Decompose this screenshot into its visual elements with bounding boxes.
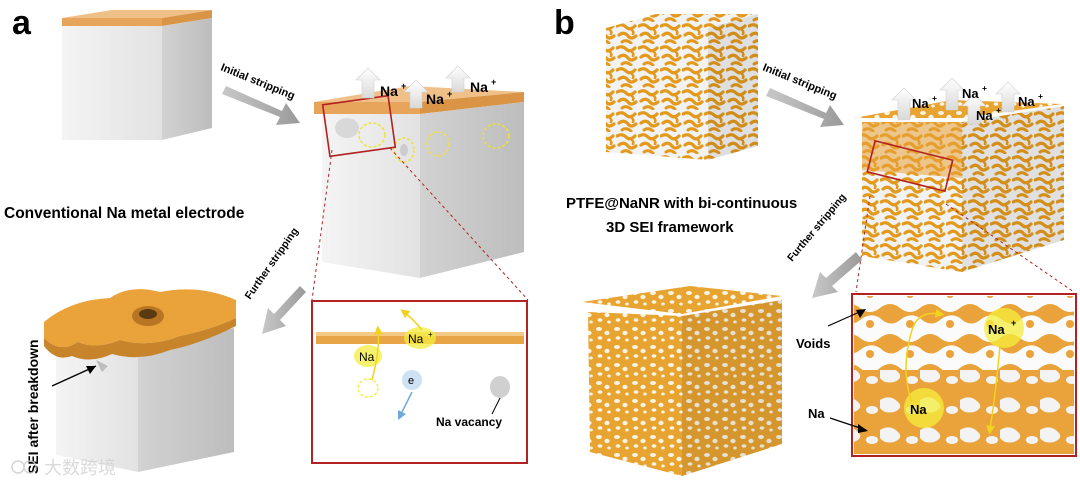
watermark-text: 大数跨境 [44,458,116,479]
panel-a-letter: a [12,4,32,42]
na-ion-up-arrows-a [355,65,471,109]
sei-after-breakdown-label: SEI after breakdown [25,339,41,474]
na-plus-b-1: Na [912,96,929,111]
further-stripping-arrow-a [262,286,306,334]
na-plus-a-3: Na [470,79,488,95]
inset-a-na-atom: Na [359,350,375,364]
inset-a-electron: e [408,375,414,387]
na-plus-b-2: Na [962,86,979,101]
inset-a-na-ion: Na [408,332,424,346]
na-ion-up-arrows-b [891,77,1021,125]
panel-a-title: Conventional Na metal electrode [4,205,245,222]
na-plus-a-1: Na [380,83,398,99]
plus-b-4: + [1038,91,1043,101]
plus-a-1: + [401,81,406,91]
inset-b-plus: + [1011,318,1016,328]
na-plus-b-3: Na [976,108,993,123]
pristine-na-cube [62,10,212,140]
watermark: 大数跨境 [11,458,116,479]
inset-b-na-ion: Na [988,322,1005,337]
na-plus-b-4: Na [1018,94,1035,109]
inset-b-na-atom: Na [910,402,927,417]
plus-b-2: + [982,83,987,93]
voids-label: Voids [796,336,830,351]
stripped-ptfe-nanr-cube [854,100,1064,272]
plus-b-3: + [996,105,1001,115]
panel-b-title-line2: 3D SEI framework [606,219,734,236]
ptfe-nanr-cube [606,14,758,160]
initial-stripping-arrow-a [222,86,300,125]
inset-a-plus: + [428,330,433,339]
further-stripping-label-a: Further stripping [243,226,301,302]
further-stripping-arrow-b [812,252,862,298]
deeply-stripped-cube [582,286,782,476]
plus-a-2: + [447,89,452,99]
plus-a-3: + [491,77,496,87]
vacancy-inset-a [311,300,528,464]
inset-a-vacancy-label: Na vacancy [436,415,502,429]
collapsed-sei-cube [44,289,236,472]
na-label: Na [808,406,825,421]
na-plus-a-2: Na [426,91,444,107]
initial-stripping-arrow-b [766,88,844,127]
panel-b-title-line1: PTFE@NaNR with bi-continuous [566,195,797,212]
plus-b-1: + [932,93,937,103]
stripped-na-cube [314,86,524,278]
voids-inset-b [851,293,1077,457]
panel-b-letter: b [554,4,575,42]
